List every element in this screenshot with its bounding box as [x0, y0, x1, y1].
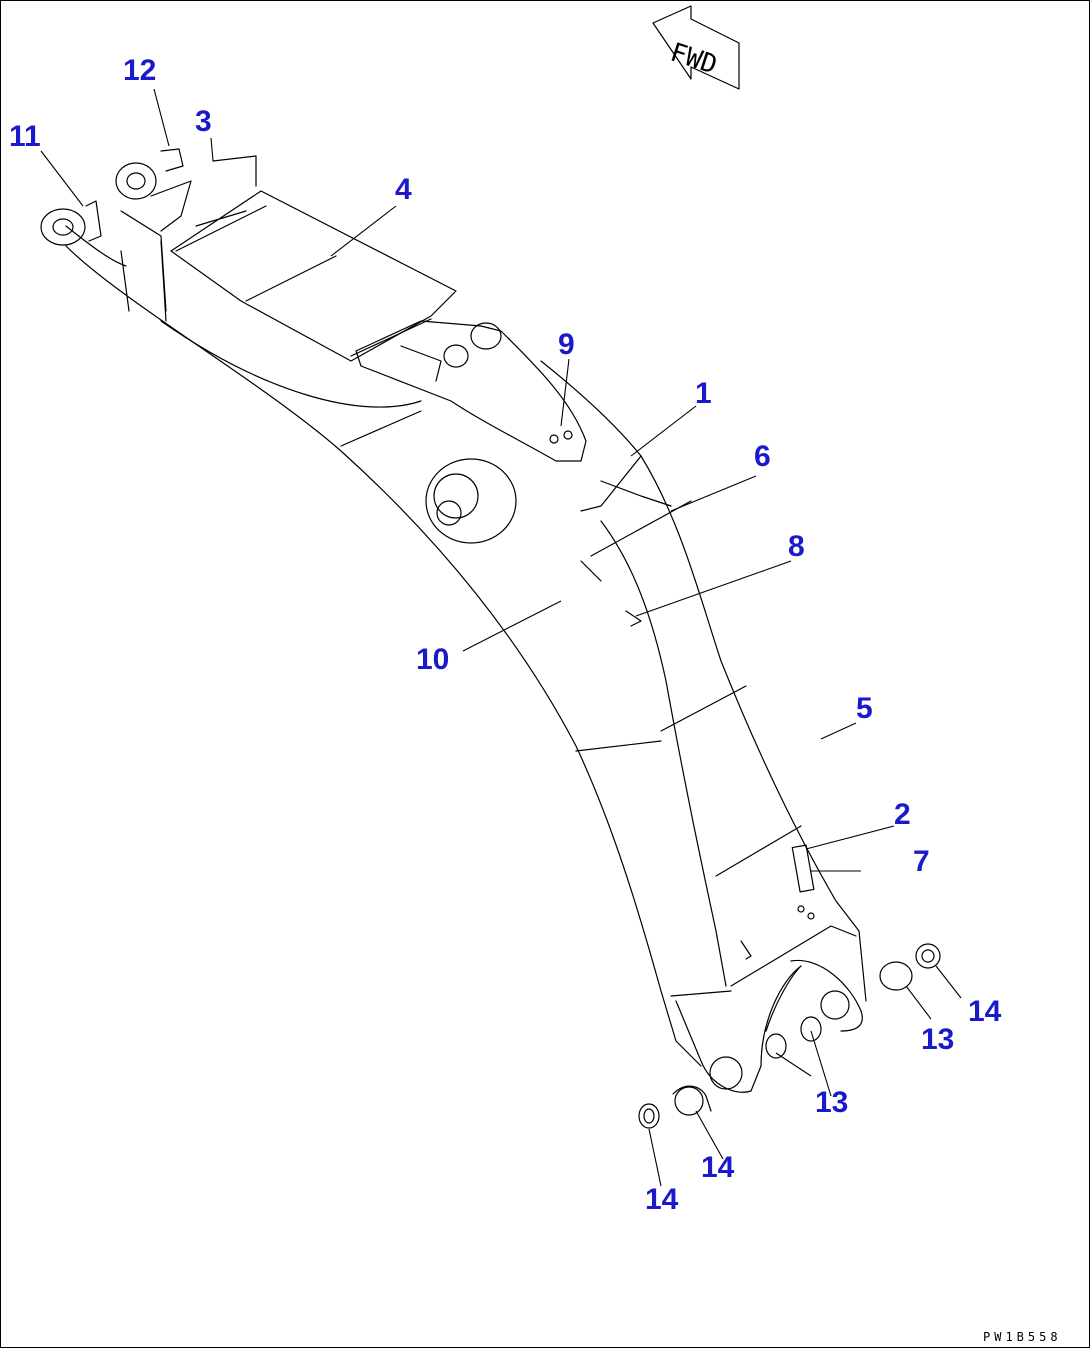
callout-13-right: 13 — [921, 1023, 954, 1056]
forward-arrow-icon: FWD — [652, 5, 740, 90]
callout-2: 2 — [894, 798, 911, 831]
callout-labels: 1 2 3 4 5 6 7 8 9 10 11 12 13 14 13 14 1… — [9, 54, 1002, 1216]
callout-12: 12 — [123, 54, 156, 87]
direction-label: FWD — [667, 38, 721, 81]
cylinder-boss — [425, 458, 517, 544]
top-end-lugs — [40, 148, 192, 246]
leader-lines — [40, 88, 962, 1187]
callout-13-left: 14 — [701, 1151, 735, 1184]
callout-8: 8 — [788, 530, 805, 563]
callout-9: 9 — [558, 328, 575, 361]
boom-body — [65, 210, 867, 1093]
callout-11: 11 — [9, 120, 41, 153]
callout-14-left: 14 — [645, 1183, 679, 1216]
cover-plates — [170, 155, 457, 362]
callout-7: 7 — [913, 845, 930, 878]
callout-14-right: 14 — [968, 995, 1002, 1028]
callout-1: 1 — [695, 377, 712, 410]
callout-14-middle: 13 — [815, 1086, 848, 1119]
drawing-code: PW1B558 — [983, 1330, 1062, 1344]
bracket — [355, 320, 587, 462]
small-fittings — [625, 610, 815, 960]
callout-4: 4 — [395, 173, 412, 206]
callout-6: 6 — [754, 440, 771, 473]
callout-10: 10 — [416, 643, 449, 676]
callout-3: 3 — [195, 105, 212, 138]
bushings — [638, 943, 941, 1129]
callout-5: 5 — [856, 692, 873, 725]
